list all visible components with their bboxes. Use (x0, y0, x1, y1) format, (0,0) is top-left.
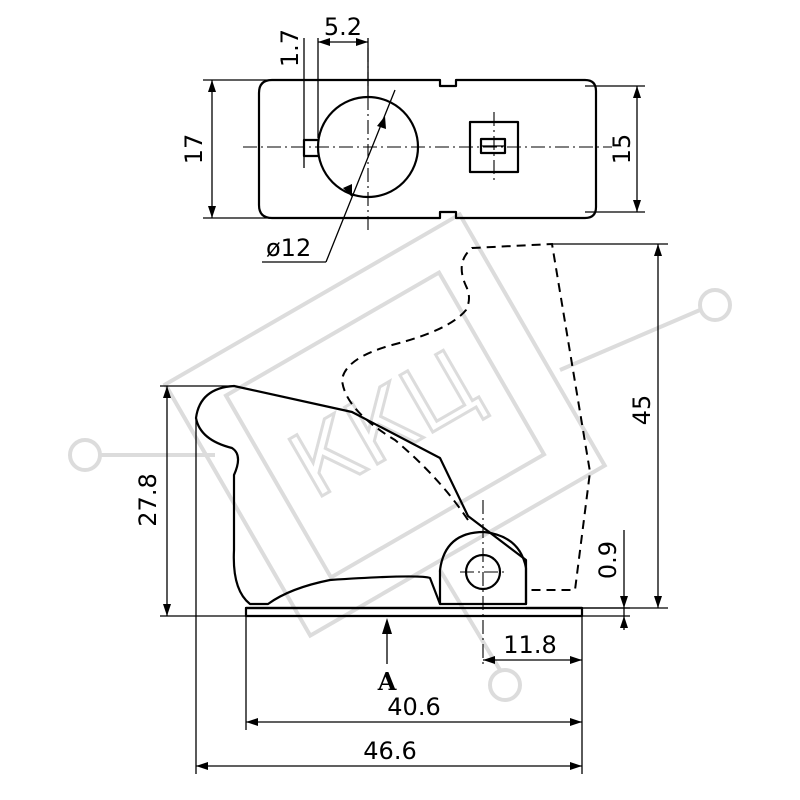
top-view-outline (257, 78, 598, 220)
dim-15-arrow-bottom (633, 200, 641, 212)
watermark-line-right (559, 308, 701, 372)
dim-15-arrow-top (633, 86, 641, 98)
dim-17-label: 17 (180, 134, 208, 165)
side-view: 45 27.8 0.9 11.8 A 40.6 (134, 242, 668, 774)
dim-40-6-arrow-right (570, 718, 582, 726)
hinge-boss (438, 530, 528, 606)
dim-11-8-arrow-right (570, 656, 582, 664)
dim-46-6-arrow-right (570, 762, 582, 770)
dim-0-9-arrow-top (620, 596, 628, 608)
top-view-slot (302, 138, 320, 158)
dim-phi12-arrow-top (377, 116, 386, 129)
dim-5-2-arrow-right (356, 38, 368, 46)
dim-1-7-label: 1.7 (276, 29, 304, 67)
dim-27-8-arrow-bottom (163, 604, 171, 616)
view-arrow-head (382, 618, 392, 634)
dim-0-9-label: 0.9 (594, 541, 622, 579)
cover-open (340, 242, 592, 591)
top-view: 5.2 1.7 17 15 ø12 (180, 13, 645, 263)
dim-17-arrow-top (208, 80, 216, 92)
dim-27-8-arrow-top (163, 386, 171, 398)
watermark-circle-left (68, 438, 102, 472)
dim-11-8-label: 11.8 (503, 631, 556, 659)
dim-phi12-leader (325, 89, 396, 263)
watermark-circle-right (698, 288, 732, 322)
watermark-frame-outer (162, 211, 608, 639)
dim-40-6-arrow-left (246, 718, 258, 726)
dim-5-2-label: 5.2 (324, 13, 362, 41)
dim-46-6-arrow-left (196, 762, 208, 770)
watermark: ККЦ (68, 211, 732, 702)
dim-45-label: 45 (628, 395, 656, 426)
dim-27-8-label: 27.8 (134, 473, 162, 526)
dim-40-6-label: 40.6 (387, 693, 440, 721)
watermark-frame-inner (223, 269, 547, 581)
dim-phi12-arrow-bottom (343, 184, 352, 197)
watermark-line-bottom (438, 568, 502, 672)
dim-46-6-label: 46.6 (363, 737, 416, 765)
watermark-circle-bottom (488, 668, 522, 702)
view-label: A (377, 667, 397, 696)
dim-45-arrow-top (654, 244, 662, 256)
dim-11-8-arrow-left (483, 656, 495, 664)
dim-5-2-arrow-left (318, 38, 330, 46)
dim-15-label: 15 (608, 134, 636, 165)
watermark-text: ККЦ (273, 330, 497, 520)
cover-closed (194, 384, 528, 606)
dim-45-arrow-bottom (654, 596, 662, 608)
dim-0-9-arrow-bottom (620, 616, 628, 628)
dim-phi12-label: ø12 (266, 234, 311, 262)
dim-17-arrow-bottom (208, 206, 216, 218)
